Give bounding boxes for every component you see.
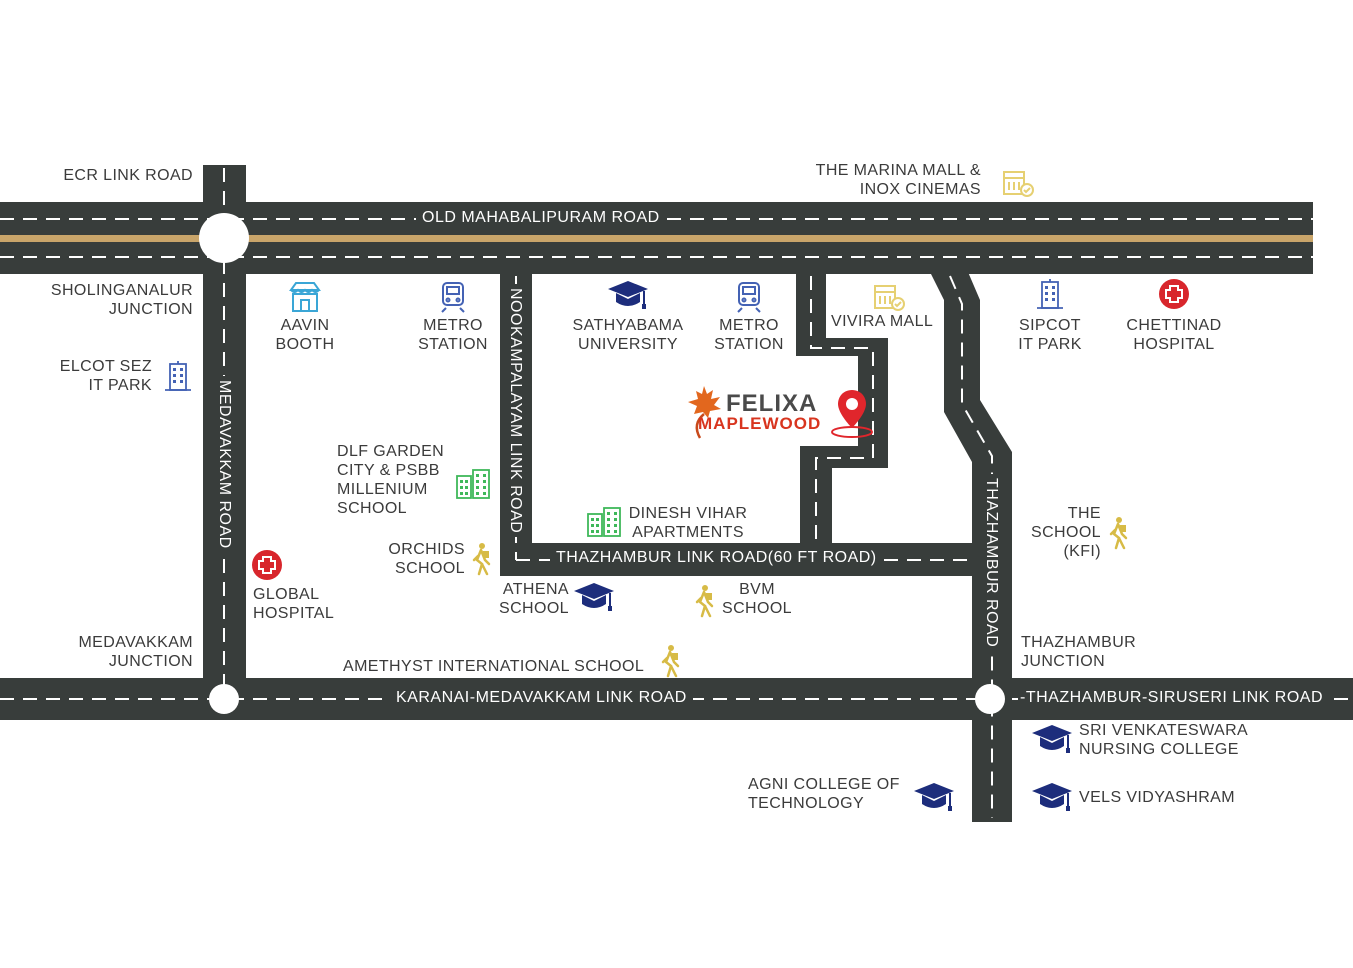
sholinganallur-junction-label: SHOLINGANALUR JUNCTION [50,282,193,318]
walking-student-icon [661,645,680,678]
booth-icon [289,282,321,312]
medavakkam-junction-marker [209,684,239,714]
the-school-label: THE SCHOOL (KFI) [1031,505,1101,560]
brand-name-line1: FELIXA [726,390,818,417]
medavakkam-road-label: MEDAVAKKAM ROAD [214,376,234,553]
thazhambur-link-road-label: THAZHAMBUR LINK ROAD(60 FT ROAD) [550,548,883,568]
graduation-cap-icon [914,783,954,811]
agni-college-label: AGNI COLLEGE OF TECHNOLOGY [748,776,900,812]
metro-train-icon [737,282,761,313]
bvm-school-label: BVM SCHOOL [722,581,792,617]
thazhambur-siruseri-road-label: -THAZHAMBUR-SIRUSERI LINK ROAD [1018,688,1326,708]
graduation-cap-icon [1032,725,1072,753]
karanai-road-label: KARANAI-MEDAVAKKAM LINK ROAD [390,688,693,708]
elcot-sez-label: ELCOT SEZ IT PARK [59,358,152,394]
hospital-cross-icon [252,550,282,580]
sri-venkateswara-label: SRI VENKATESWARA NURSING COLLEGE [1079,722,1249,758]
hospital-cross-icon [1159,279,1189,309]
graduation-cap-icon [1032,783,1072,811]
vivira-mall-label: VIVIRA MALL [831,313,934,330]
mall-icon [874,285,905,311]
apartment-building-icon [587,507,621,537]
office-building-icon [165,361,191,391]
metro-train-icon [441,282,465,313]
thazhambur-junction-marker [975,684,1005,714]
thazhambur-road-label: THAZHAMBUR ROAD [981,474,1001,652]
metro-station-2-label: METRO STATION [714,317,784,353]
omr-median-stripe [0,235,1313,242]
dinesh-vihar-label: DINESH VIHAR APARTMENTS [628,505,748,541]
sipcot-label: SIPCOT IT PARK [1018,317,1082,353]
maple-leaf-icon [688,386,721,439]
chettinad-label: CHETTINAD HOSPITAL [1126,317,1222,353]
graduation-cap-icon [574,583,614,611]
vels-label: VELS VIDYASHRAM [1079,789,1235,806]
orchids-school-label: ORCHIDS SCHOOL [388,541,465,577]
location-pin-icon [831,390,873,438]
felixa-access-road [796,272,888,545]
dlf-garden-label: DLF GARDEN CITY & PSBB MILLENIUM SCHOOL [337,443,445,517]
ecr-link-road-label: ECR LINK ROAD [63,167,193,184]
mall-icon [1003,171,1034,197]
office-building-icon [1037,279,1063,309]
athena-school-label: ATHENA SCHOOL [499,581,569,617]
medavakkam-junction-label: MEDAVAKKAM JUNCTION [78,634,193,670]
apartment-building-icon [456,469,490,499]
global-hospital-label: GLOBAL HOSPITAL [253,586,335,622]
omr-road-label: OLD MAHABALIPURAM ROAD [416,208,666,228]
felixa-maplewood-logo: FELIXA MAPLEWOOD [684,384,834,444]
aavin-booth-label: AAVIN BOOTH [275,317,335,353]
access-lane-dashes [810,276,874,540]
brand-name-line2: MAPLEWOOD [698,414,822,433]
walking-student-icon [472,543,491,576]
marina-mall-label: THE MARINA MALL & INOX CINEMAS [815,162,981,198]
sathyabama-label: SATHYABAMA UNIVERSITY [572,317,684,353]
walking-student-icon [695,585,714,618]
metro-station-1-label: METRO STATION [418,317,488,353]
sholinganallur-junction-marker [199,213,249,263]
walking-student-icon [1109,517,1128,550]
graduation-cap-icon [608,281,648,309]
amethyst-label: AMETHYST INTERNATIONAL SCHOOL [343,658,645,675]
nookampalayam-road-label: NOOKAMPALAYAM LINK ROAD [505,284,525,538]
thazhambur-junction-label: THAZHAMBUR JUNCTION [1021,634,1137,670]
